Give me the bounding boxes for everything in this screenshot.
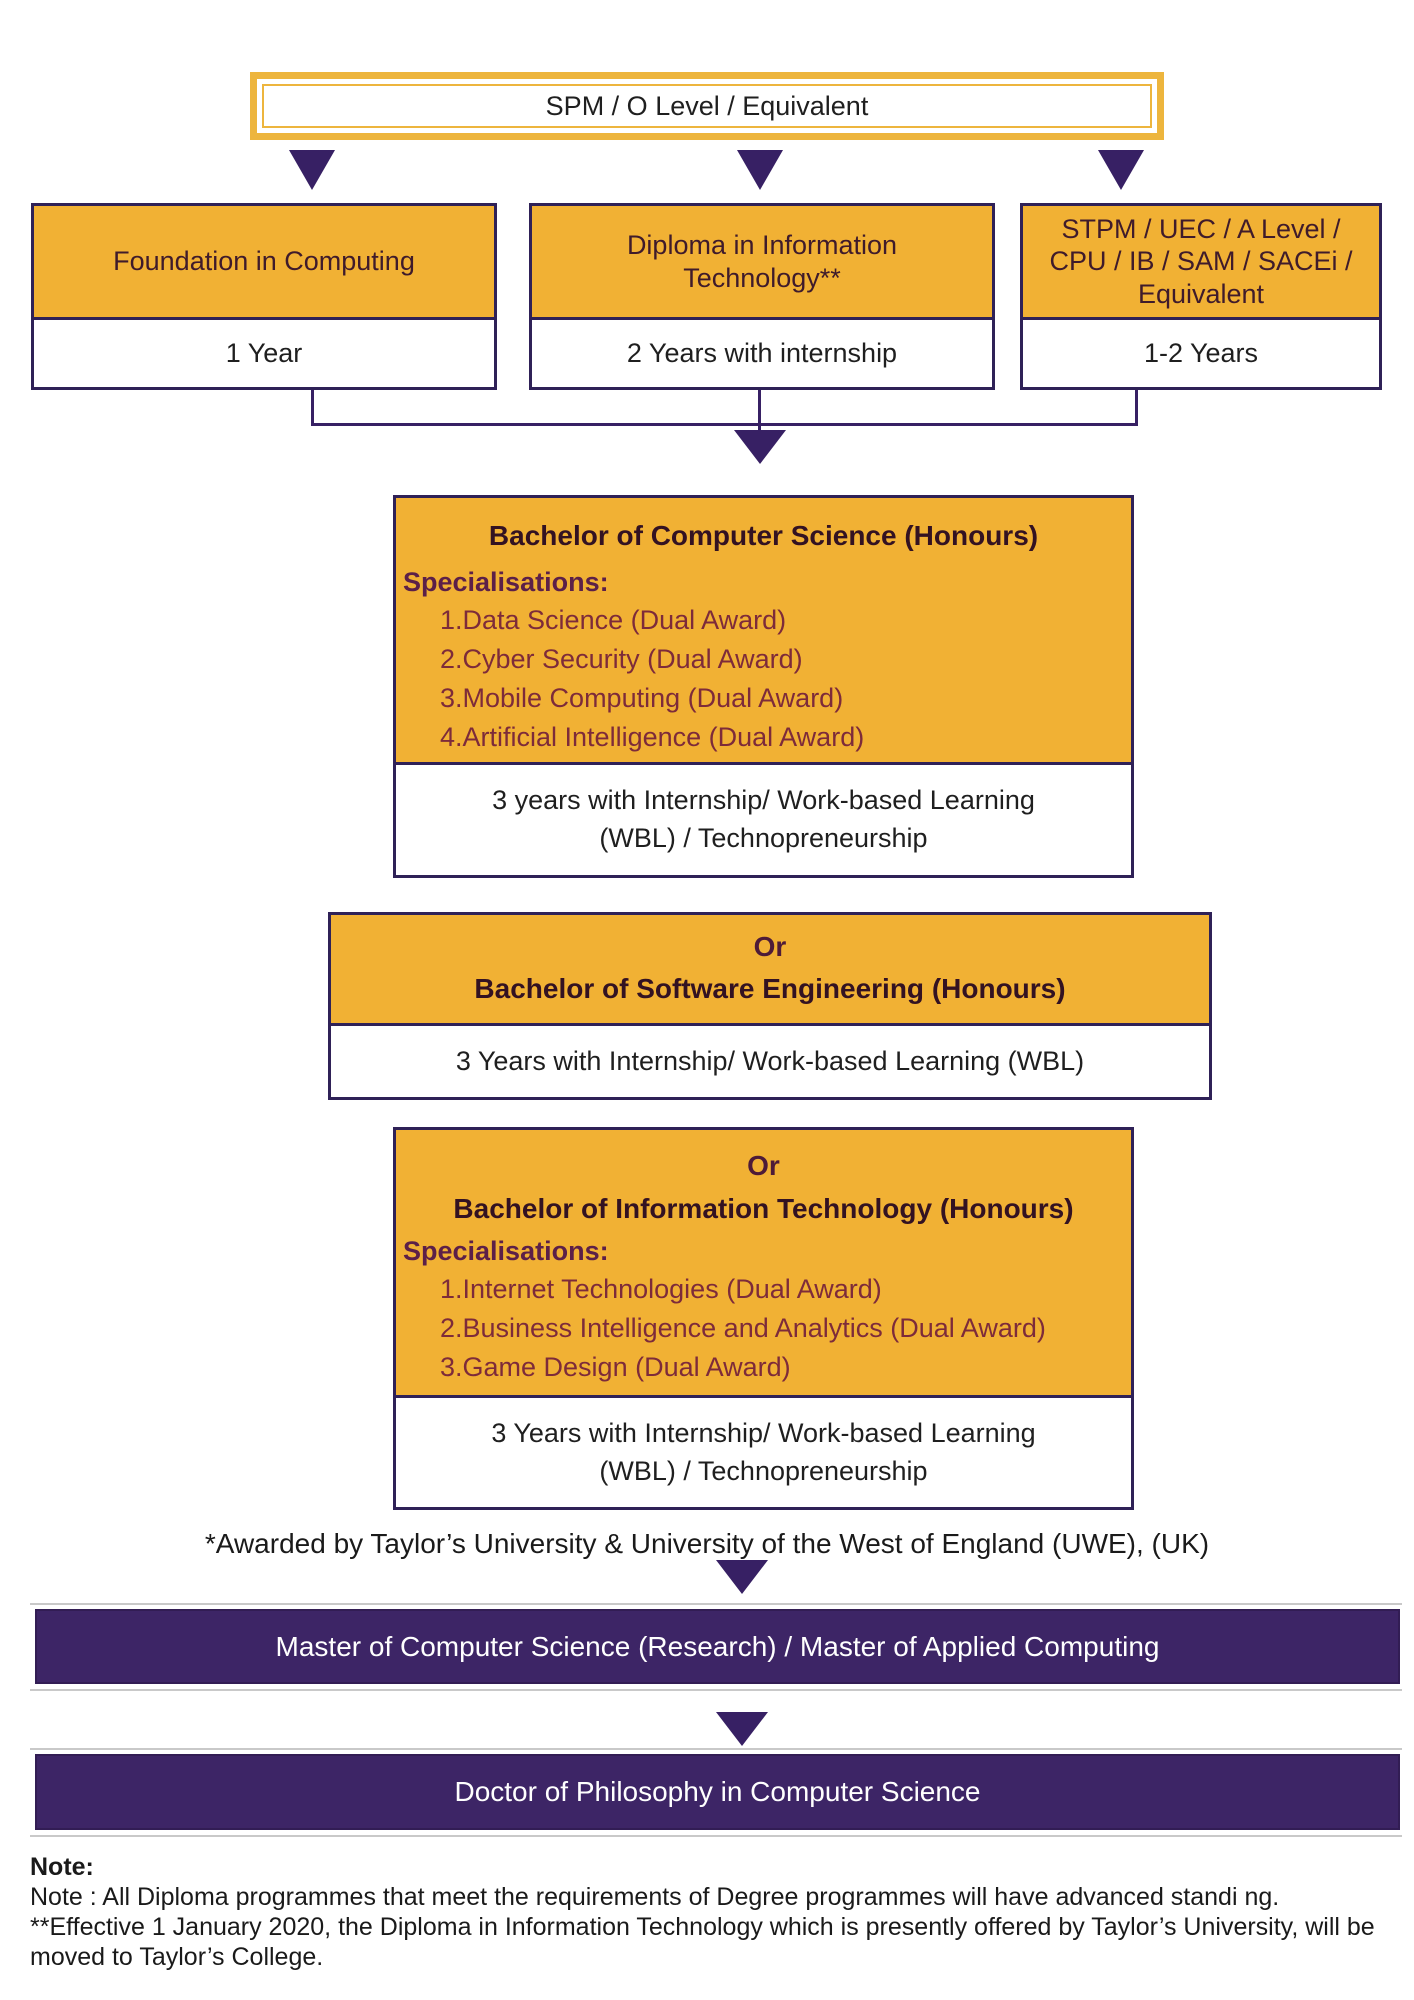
bachelor-it-title: Bachelor of Information Technology (Hono… — [453, 1192, 1074, 1224]
pathway-box-foundation: Foundation in Computing 1 Year — [31, 203, 497, 390]
pathway-title: Diploma in Information Technology** — [532, 206, 992, 317]
bachelor-se-header: Or Bachelor of Software Engineering (Hon… — [331, 915, 1209, 1023]
arrow-down-icon — [1098, 150, 1144, 190]
bachelor-it-specialisations-label: Specialisations: — [403, 1235, 609, 1266]
connector-vertical-line — [311, 390, 314, 426]
pathway-duration: 2 Years with internship — [532, 317, 992, 387]
note-line-2: **Effective 1 January 2020, the Diploma … — [30, 1913, 1375, 1971]
award-note: *Awarded by Taylor’s University & Univer… — [204, 1528, 1210, 1559]
pathway-box-stpm: STPM / UEC / A Level / CPU / IB / SAM / … — [1020, 203, 1382, 390]
entry-box: SPM / O Level / Equivalent — [250, 72, 1164, 140]
entry-label: SPM / O Level / Equivalent — [545, 90, 869, 121]
or-label: Or — [747, 1150, 780, 1181]
note-heading: Note: — [30, 1853, 94, 1881]
bachelor-it-duration: 3 Years with Internship/ Work-based Lear… — [396, 1395, 1131, 1507]
pathway-duration: 1 Year — [34, 317, 494, 387]
specialisation-item: 3.Mobile Computing (Dual Award) — [440, 682, 844, 713]
masters-label: Master of Computer Science (Research) / … — [275, 1630, 1160, 1662]
arrow-down-icon — [734, 430, 786, 464]
connector-vertical-line — [1135, 390, 1138, 426]
divider-line — [30, 1689, 1402, 1691]
specialisation-item: 1.Data Science (Dual Award) — [440, 604, 787, 635]
arrow-down-icon — [737, 150, 783, 190]
arrow-down-icon — [716, 1560, 768, 1594]
notes-block: Note: Note : All Diploma programmes that… — [30, 1852, 1404, 1972]
bachelor-it-header: Or Bachelor of Information Technology (H… — [396, 1130, 1131, 1395]
or-label: Or — [753, 931, 787, 962]
pathway-box-diploma: Diploma in Information Technology** 2 Ye… — [529, 203, 995, 390]
bachelor-se-box: Or Bachelor of Software Engineering (Hon… — [328, 912, 1212, 1100]
divider-line — [30, 1835, 1402, 1837]
bachelor-se-duration: 3 Years with Internship/ Work-based Lear… — [331, 1023, 1209, 1097]
pathway-title: Foundation in Computing — [34, 206, 494, 317]
connector-horizontal-line — [311, 423, 1138, 426]
divider-line — [30, 1748, 1402, 1750]
connector-vertical-line — [758, 390, 761, 434]
phd-bar: Doctor of Philosophy in Computer Science — [35, 1754, 1400, 1830]
arrow-down-icon — [716, 1712, 768, 1746]
note-line-1: Note : All Diploma programmes that meet … — [30, 1883, 1280, 1911]
bachelor-cs-box: Bachelor of Computer Science (Honours) S… — [393, 495, 1134, 878]
bachelor-cs-title: Bachelor of Computer Science (Honours) — [488, 520, 1039, 551]
specialisation-item: 1.Internet Technologies (Dual Award) — [440, 1273, 882, 1304]
masters-bar: Master of Computer Science (Research) / … — [35, 1609, 1400, 1684]
pathway-duration: 1-2 Years — [1023, 317, 1379, 387]
bachelor-cs-specialisations-label: Specialisations: — [403, 566, 609, 597]
bachelor-se-title: Bachelor of Software Engineering (Honour… — [474, 972, 1066, 1004]
divider-line — [30, 1603, 1402, 1605]
pathway-title: STPM / UEC / A Level / CPU / IB / SAM / … — [1023, 206, 1379, 317]
bachelor-it-box: Or Bachelor of Information Technology (H… — [393, 1127, 1134, 1510]
specialisation-item: 2.Cyber Security (Dual Award) — [440, 643, 803, 674]
arrow-down-icon — [289, 150, 335, 190]
specialisation-item: 2.Business Intelligence and Analytics (D… — [440, 1312, 1046, 1343]
specialisation-item: 3.Game Design (Dual Award) — [440, 1351, 791, 1382]
bachelor-cs-header: Bachelor of Computer Science (Honours) S… — [396, 498, 1131, 762]
specialisation-item: 4.Artificial Intelligence (Dual Award) — [440, 721, 865, 752]
bachelor-cs-duration: 3 years with Internship/ Work-based Lear… — [396, 762, 1131, 875]
phd-label: Doctor of Philosophy in Computer Science — [454, 1776, 981, 1807]
